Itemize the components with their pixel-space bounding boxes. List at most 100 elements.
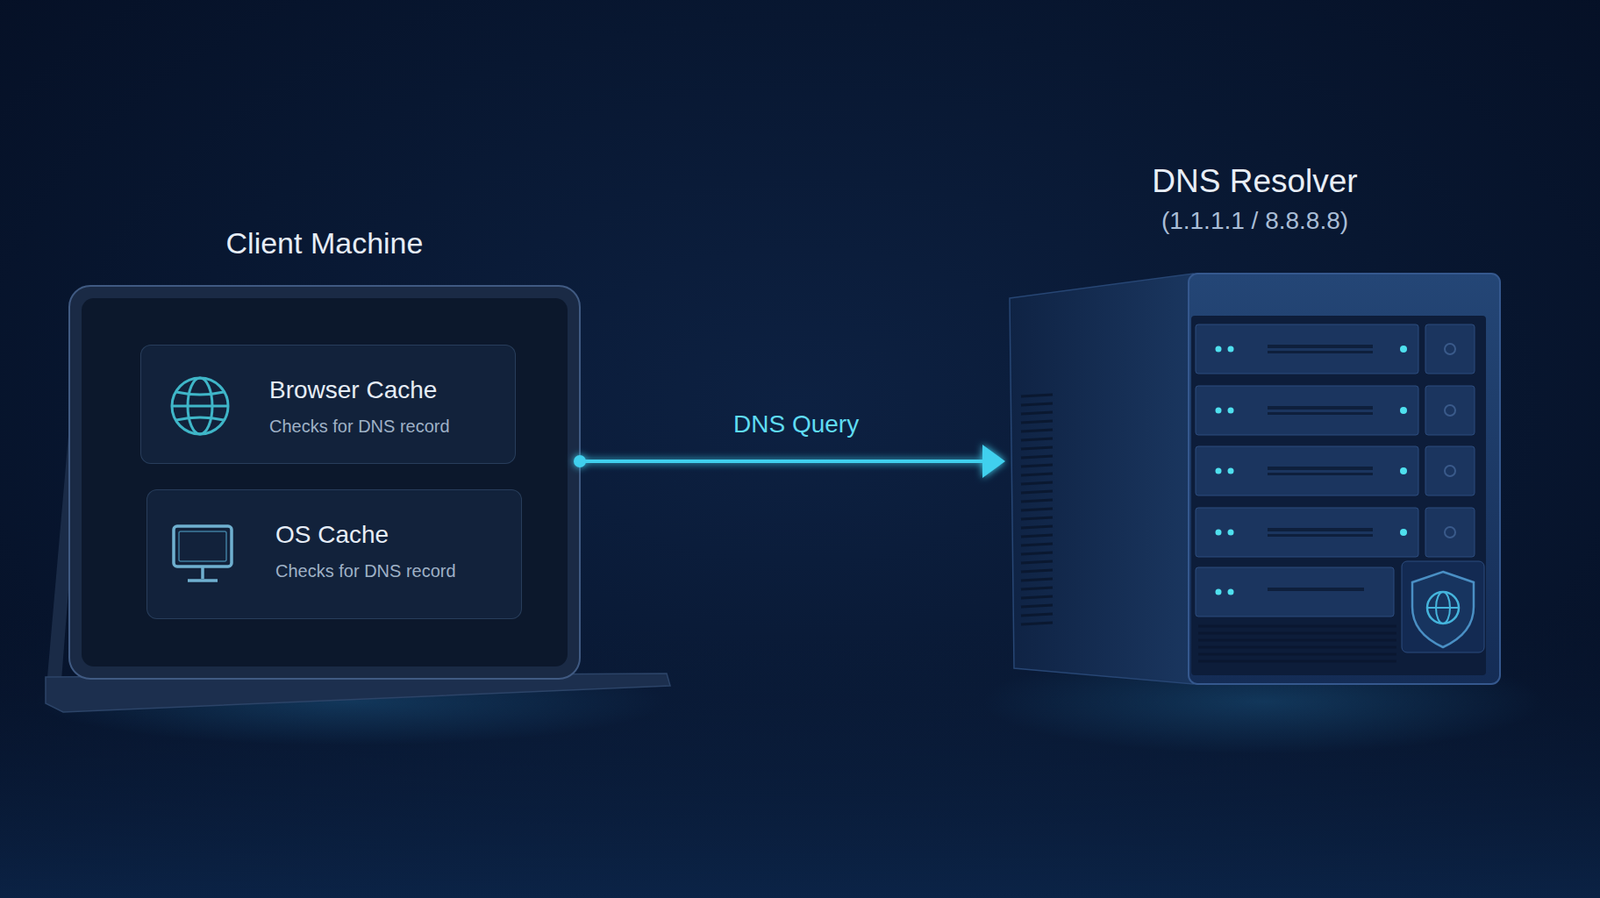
drive-bay: [1228, 346, 1235, 353]
globe-icon: [176, 417, 224, 421]
node-subtext: Checks for DNS record: [269, 415, 494, 437]
drive-bay: [1425, 446, 1475, 496]
client-device: Client MachineBrowser CacheChecks for DN…: [69, 219, 580, 679]
server-illustration: [1009, 273, 1500, 685]
front-vents: [1198, 660, 1397, 664]
server-illustration: [1009, 273, 1193, 685]
node-heading: Browser Cache: [269, 375, 494, 406]
drive-bay: [1425, 385, 1475, 436]
tablet-illustration: [45, 673, 671, 713]
node-heading: Client Machine: [69, 226, 580, 261]
floor-shade: [0, 614, 1600, 898]
drive-bay: [1267, 528, 1373, 532]
drive-bay: [1195, 385, 1419, 436]
drive-bay: [1195, 385, 1475, 436]
drive-bay: [1267, 350, 1373, 354]
side-vents: [1021, 429, 1053, 432]
side-vents: [1021, 491, 1053, 493]
side-vents: [1021, 570, 1053, 572]
side-vents: [1021, 605, 1053, 608]
server-illustration: [1188, 273, 1500, 685]
drive-bay: [1400, 467, 1408, 475]
side-vents: [1021, 447, 1053, 450]
front-vents: [1198, 625, 1397, 629]
drive-bay: [1195, 446, 1475, 496]
drive-bay: [1267, 534, 1373, 537]
drive-bay: [1267, 587, 1365, 592]
drive-bay: [1400, 345, 1408, 353]
node-heading: DNS Resolver: [1009, 163, 1500, 200]
tablet-illustration: [45, 285, 671, 713]
drive-bay: [1195, 324, 1419, 374]
side-vents: [1021, 403, 1053, 406]
node-subtext: Checks for DNS record: [275, 560, 500, 582]
drive-bay: [1444, 465, 1456, 477]
server-illustration: [1191, 315, 1486, 676]
shield-badge: [1427, 607, 1459, 609]
drive-bay: [1215, 589, 1222, 596]
shield-badge: [1401, 561, 1485, 653]
side-vents: [1021, 561, 1053, 564]
front-vents: [1198, 639, 1397, 643]
side-vents: [1021, 438, 1053, 441]
side-vents: [1021, 464, 1053, 467]
globe-icon: [176, 392, 224, 395]
side-vents: [1021, 552, 1053, 555]
tablet-illustration: [69, 285, 580, 679]
drive-bay: [1267, 466, 1373, 471]
drive-bay: [1425, 507, 1475, 558]
side-vents: [1021, 543, 1053, 546]
drive-bay: [1425, 324, 1475, 374]
floor-glow: [982, 649, 1544, 755]
side-vents: [1021, 421, 1053, 423]
node-subtext: (1.1.1.1 / 8.8.8.8): [1009, 207, 1500, 236]
side-vents: [1021, 394, 1053, 625]
globe-icon: [171, 378, 229, 435]
side-vents: [1021, 456, 1053, 458]
shield-badge: [1435, 592, 1450, 624]
drive-bay: [1195, 567, 1394, 617]
drive-bay: [1267, 412, 1373, 415]
drive-bay: [1195, 567, 1394, 617]
cache-box: OS CacheChecks for DNS record: [146, 489, 522, 620]
side-vents: [1021, 473, 1053, 476]
side-vents: [1021, 622, 1053, 625]
monitor-icon: [187, 578, 218, 583]
monitor-icon: [200, 566, 205, 579]
drive-bay: [1195, 446, 1419, 496]
monitor-icon: [173, 526, 232, 581]
drive-bay: [1195, 507, 1419, 558]
front-vents: [1198, 626, 1397, 662]
drive-bay: [1215, 346, 1222, 353]
shield-badge: [1427, 592, 1459, 624]
monitor-icon: [173, 526, 232, 567]
query-arrow: [982, 444, 1006, 479]
side-vents: [1021, 578, 1053, 581]
side-vents: [1021, 517, 1053, 520]
drive-bay: [1228, 468, 1235, 475]
tablet-illustration: [81, 298, 568, 667]
drive-bay: [1215, 407, 1222, 415]
side-vents: [1021, 526, 1053, 529]
edge-label: DNS Query: [733, 410, 859, 439]
drive-bay: [1228, 407, 1235, 415]
side-vents: [1021, 412, 1053, 415]
floor-glow: [35, 657, 667, 746]
tablet-illustration: [47, 294, 92, 681]
front-vents: [1198, 632, 1397, 636]
drive-bay: [1195, 507, 1475, 558]
shield-badge: [1401, 561, 1485, 653]
query-arrow: [573, 455, 586, 468]
resolver-server: DNS Resolver (1.1.1.1 / 8.8.8.8): [1009, 157, 1500, 685]
drive-bay: [1444, 527, 1456, 538]
drive-bay: [1267, 472, 1373, 476]
monitor-icon: [178, 531, 227, 562]
drive-bay: [1267, 344, 1373, 349]
drive-bay: [1195, 324, 1475, 374]
side-vents: [1021, 614, 1053, 616]
shield-badge: [1412, 571, 1474, 648]
drive-bay: [1215, 468, 1222, 475]
side-vents: [1021, 500, 1053, 502]
side-vents: [1021, 535, 1053, 537]
